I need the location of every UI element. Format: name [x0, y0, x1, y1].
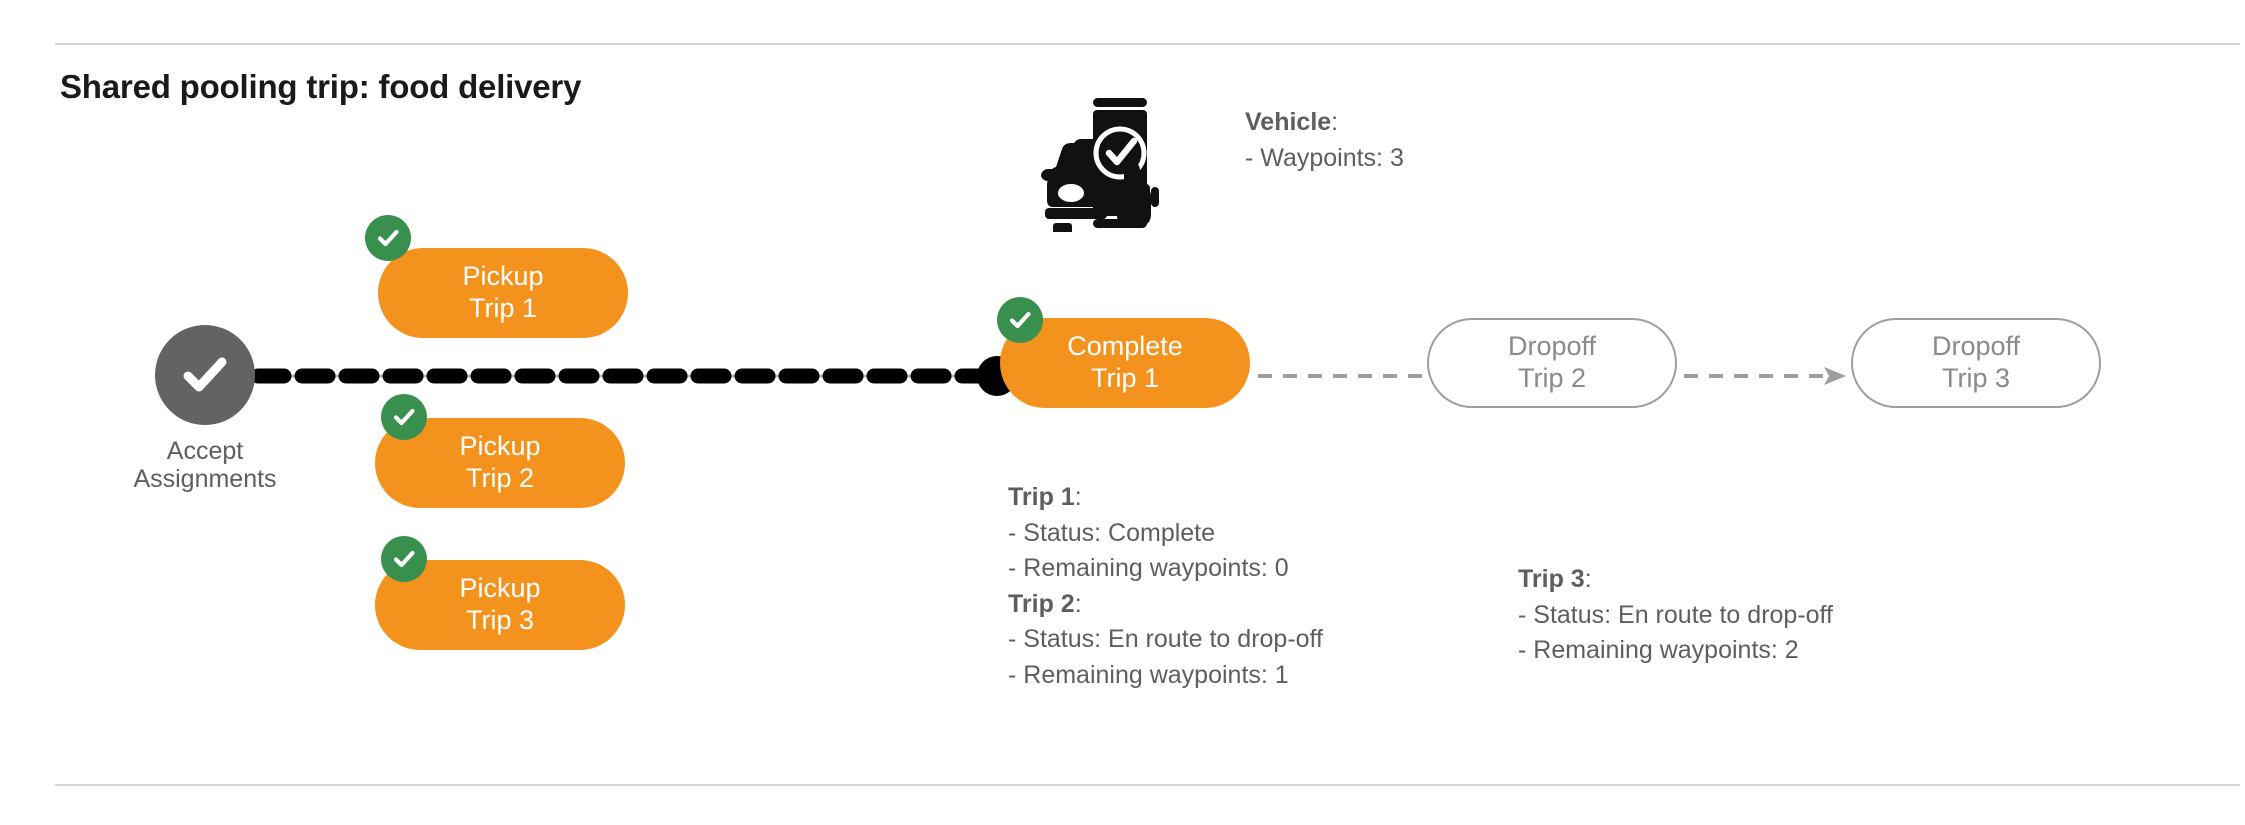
- trip2-heading-suffix: :: [1074, 589, 1082, 618]
- vehicle-mobile-check-icon: [1031, 92, 1181, 235]
- trip1-status: - Status: Complete: [1008, 518, 1216, 547]
- vehicle-heading-suffix: :: [1331, 108, 1339, 136]
- complete-trip-1-line1: Complete: [1067, 331, 1183, 362]
- trip2-heading-row: Trip 2:: [1008, 587, 1323, 623]
- vehicle-heading: Vehicle: [1245, 108, 1332, 136]
- divider-bottom: [55, 784, 2240, 786]
- accept-assignments-label: Accept Assignments: [133, 437, 277, 493]
- trip-details-left: Trip 1: - Status: Complete - Remaining w…: [1008, 480, 1323, 693]
- dropoff-trip-2-line1: Dropoff: [1507, 331, 1597, 362]
- pickup-trip-3-line2: Trip 3: [465, 605, 534, 635]
- trip3-heading-row: Trip 3:: [1518, 562, 1833, 598]
- trip3-remaining: - Remaining waypoints: 2: [1518, 636, 1799, 664]
- vehicle-waypoints-line: - Waypoints: 3: [1245, 143, 1404, 172]
- trip-details-right: Trip 3: - Status: En route to drop-off -…: [1518, 562, 1833, 669]
- trip1-remaining: - Remaining waypoints: 0: [1008, 554, 1289, 582]
- dropoff-trip-3-line1: Dropoff: [1931, 331, 2021, 362]
- trip3-heading: Trip 3: [1518, 565, 1585, 593]
- check-badge-icon-pickup-2: [381, 394, 427, 440]
- trip3-status: - Status: En route to drop-off: [1518, 600, 1833, 629]
- check-circle-icon: [155, 325, 255, 425]
- trip2-heading: Trip 2: [1008, 589, 1075, 618]
- dropoff-trip-2-node[interactable]: Dropoff Trip 2: [1427, 318, 1677, 408]
- trip1-heading-row: Trip 1:: [1008, 480, 1323, 516]
- divider-top: [55, 43, 2240, 45]
- page-title: Shared pooling trip: food delivery: [60, 68, 582, 105]
- pickup-trip-2-line1: Pickup: [459, 431, 541, 462]
- pickup-trip-2-line2: Trip 2: [465, 463, 534, 493]
- trip1-heading: Trip 1: [1008, 483, 1075, 511]
- check-badge-icon-complete-1: [997, 297, 1043, 343]
- trip1-heading-suffix: :: [1074, 483, 1082, 511]
- pickup-trip-3-line1: Pickup: [459, 573, 541, 604]
- trip3-heading-suffix: :: [1584, 565, 1592, 593]
- complete-trip-1-node[interactable]: Complete Trip 1: [1000, 318, 1250, 408]
- dropoff-trip-3-node[interactable]: Dropoff Trip 3: [1851, 318, 2101, 408]
- trip2-remaining: - Remaining waypoints: 1: [1008, 660, 1289, 689]
- dropoff-trip-3-line2: Trip 3: [1941, 363, 2010, 393]
- pickup-trip-1-line1: Pickup: [462, 261, 544, 292]
- pickup-trip-1-line2: Trip 1: [468, 293, 537, 323]
- complete-trip-1-line2: Trip 1: [1090, 363, 1159, 393]
- check-badge-icon-pickup-3: [381, 536, 427, 582]
- check-badge-icon-pickup-1: [365, 215, 411, 261]
- dropoff-trip-2-line2: Trip 2: [1517, 363, 1586, 393]
- pickup-trip-1-node[interactable]: Pickup Trip 1: [378, 248, 628, 338]
- vehicle-heading-row: Vehicle:: [1245, 105, 1404, 141]
- accept-assignments-node[interactable]: Accept Assignments: [133, 325, 277, 493]
- trip2-status: - Status: En route to drop-off: [1008, 625, 1323, 653]
- arrowhead-dropoff3: [1824, 367, 1846, 385]
- vehicle-caption: Vehicle: - Waypoints: 3: [1245, 105, 1404, 176]
